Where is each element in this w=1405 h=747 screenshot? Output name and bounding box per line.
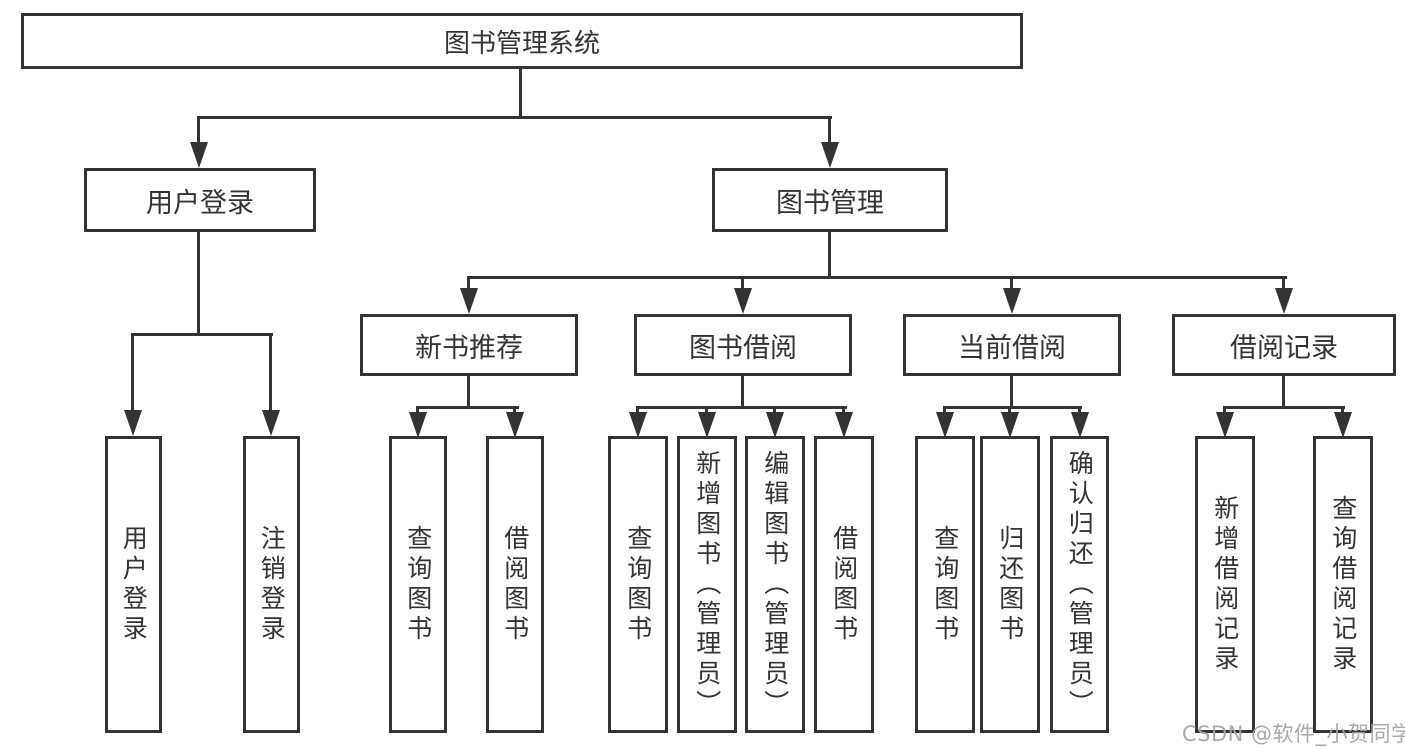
- node-label: 图书管理系统: [443, 28, 600, 59]
- connector-line: [828, 116, 831, 144]
- node-user-login: 用户登录: [84, 168, 316, 232]
- node-label: 确认归还（管理员）: [1065, 449, 1095, 720]
- node-leaf-query-borrow-record: 查询借阅记录: [1313, 436, 1373, 733]
- arrow-down: [1003, 288, 1021, 314]
- arrow-down: [1334, 412, 1352, 438]
- connector-line: [1008, 406, 1011, 415]
- arrow-down: [460, 288, 478, 314]
- node-label: 借阅图书: [829, 524, 859, 645]
- connector-line: [131, 333, 273, 336]
- node-book-management: 图书管理: [712, 168, 948, 232]
- connector-line: [828, 230, 831, 279]
- node-label: 查询借阅记录: [1328, 494, 1358, 675]
- connector-line: [943, 406, 946, 415]
- connector-line: [519, 67, 522, 119]
- arrow-down: [1216, 412, 1234, 438]
- connector-line: [1282, 376, 1285, 409]
- connector-line: [1010, 276, 1013, 290]
- connector-line: [131, 333, 134, 412]
- node-label: 借阅图书: [500, 524, 530, 645]
- node-leaf-add-borrow-record: 新增借阅记录: [1195, 436, 1255, 733]
- connector-line: [1223, 406, 1345, 409]
- connector-line: [842, 406, 845, 415]
- connector-line: [467, 376, 470, 409]
- node-leaf-query-book-3: 查询图书: [915, 436, 975, 733]
- connector-line: [1282, 276, 1285, 290]
- node-root-system: 图书管理系统: [21, 13, 1023, 69]
- connector-line: [269, 333, 272, 412]
- connector-line: [773, 406, 776, 415]
- arrow-down: [262, 410, 280, 436]
- connector-line: [197, 116, 200, 144]
- node-leaf-query-book-2: 查询图书: [608, 436, 668, 733]
- node-leaf-edit-book-admin: 编辑图书（管理员）: [745, 436, 805, 733]
- node-label: 注销登录: [257, 524, 287, 645]
- node-label: 图书借阅: [689, 332, 797, 364]
- connector-line: [416, 406, 419, 415]
- node-leaf-return-book: 归还图书: [980, 436, 1040, 733]
- node-label: 用户登录: [146, 187, 254, 219]
- node-label: 新书推荐: [415, 332, 523, 364]
- node-label: 借阅记录: [1230, 332, 1338, 364]
- arrow-down: [734, 288, 752, 314]
- arrow-down: [821, 142, 839, 168]
- connector-line: [1341, 406, 1344, 415]
- connector-line: [467, 276, 470, 290]
- node-leaf-query-book-1: 查询图书: [389, 436, 447, 733]
- node-borrow-records: 借阅记录: [1172, 314, 1396, 376]
- node-label: 编辑图书（管理员）: [760, 449, 790, 720]
- arrow-down: [1071, 412, 1089, 438]
- connector-line: [943, 406, 1082, 409]
- arrow-down: [629, 412, 647, 438]
- connector-line: [197, 116, 832, 119]
- node-label: 查询图书: [930, 524, 960, 645]
- node-label: 新增图书（管理员）: [692, 449, 722, 720]
- arrow-down: [835, 412, 853, 438]
- arrow-down: [190, 142, 208, 168]
- node-label: 当前借阅: [958, 332, 1066, 364]
- arrow-down: [124, 410, 142, 436]
- arrow-down: [506, 412, 524, 438]
- connector-line: [513, 406, 516, 415]
- node-book-borrowing: 图书借阅: [634, 314, 852, 376]
- node-new-book-recommend: 新书推荐: [360, 314, 578, 376]
- connector-line: [636, 406, 847, 409]
- arrow-down: [409, 412, 427, 438]
- node-current-borrowing: 当前借阅: [903, 314, 1121, 376]
- arrow-down: [766, 412, 784, 438]
- arrow-down: [1001, 412, 1019, 438]
- connector-line: [197, 230, 200, 336]
- connector-line: [636, 406, 639, 415]
- node-leaf-user-login: 用户登录: [105, 436, 162, 733]
- connector-line: [741, 276, 744, 290]
- connector-line: [705, 406, 708, 415]
- arrow-down: [936, 412, 954, 438]
- node-label: 用户登录: [119, 524, 149, 645]
- node-label: 归还图书: [995, 524, 1025, 645]
- connector-line: [1223, 406, 1226, 415]
- arrow-down: [1275, 288, 1293, 314]
- node-label: 查询图书: [403, 524, 433, 645]
- arrow-down: [698, 412, 716, 438]
- node-label: 查询图书: [623, 524, 653, 645]
- connector-line: [1010, 376, 1013, 409]
- node-leaf-borrow-book-2: 借阅图书: [814, 436, 874, 733]
- node-leaf-borrow-book-1: 借阅图书: [486, 436, 544, 733]
- node-leaf-add-book-admin: 新增图书（管理员）: [677, 436, 737, 733]
- connector-line: [1078, 406, 1081, 415]
- connector-line: [741, 376, 744, 409]
- node-label: 图书管理: [776, 187, 884, 219]
- connector-line: [467, 276, 1287, 279]
- node-label: 新增借阅记录: [1210, 494, 1240, 675]
- connector-line: [416, 406, 519, 409]
- csdn-watermark: CSDN @软件_小贺同学: [1182, 722, 1405, 746]
- node-leaf-confirm-return-admin: 确认归还（管理员）: [1050, 436, 1109, 733]
- node-leaf-logout: 注销登录: [243, 436, 300, 733]
